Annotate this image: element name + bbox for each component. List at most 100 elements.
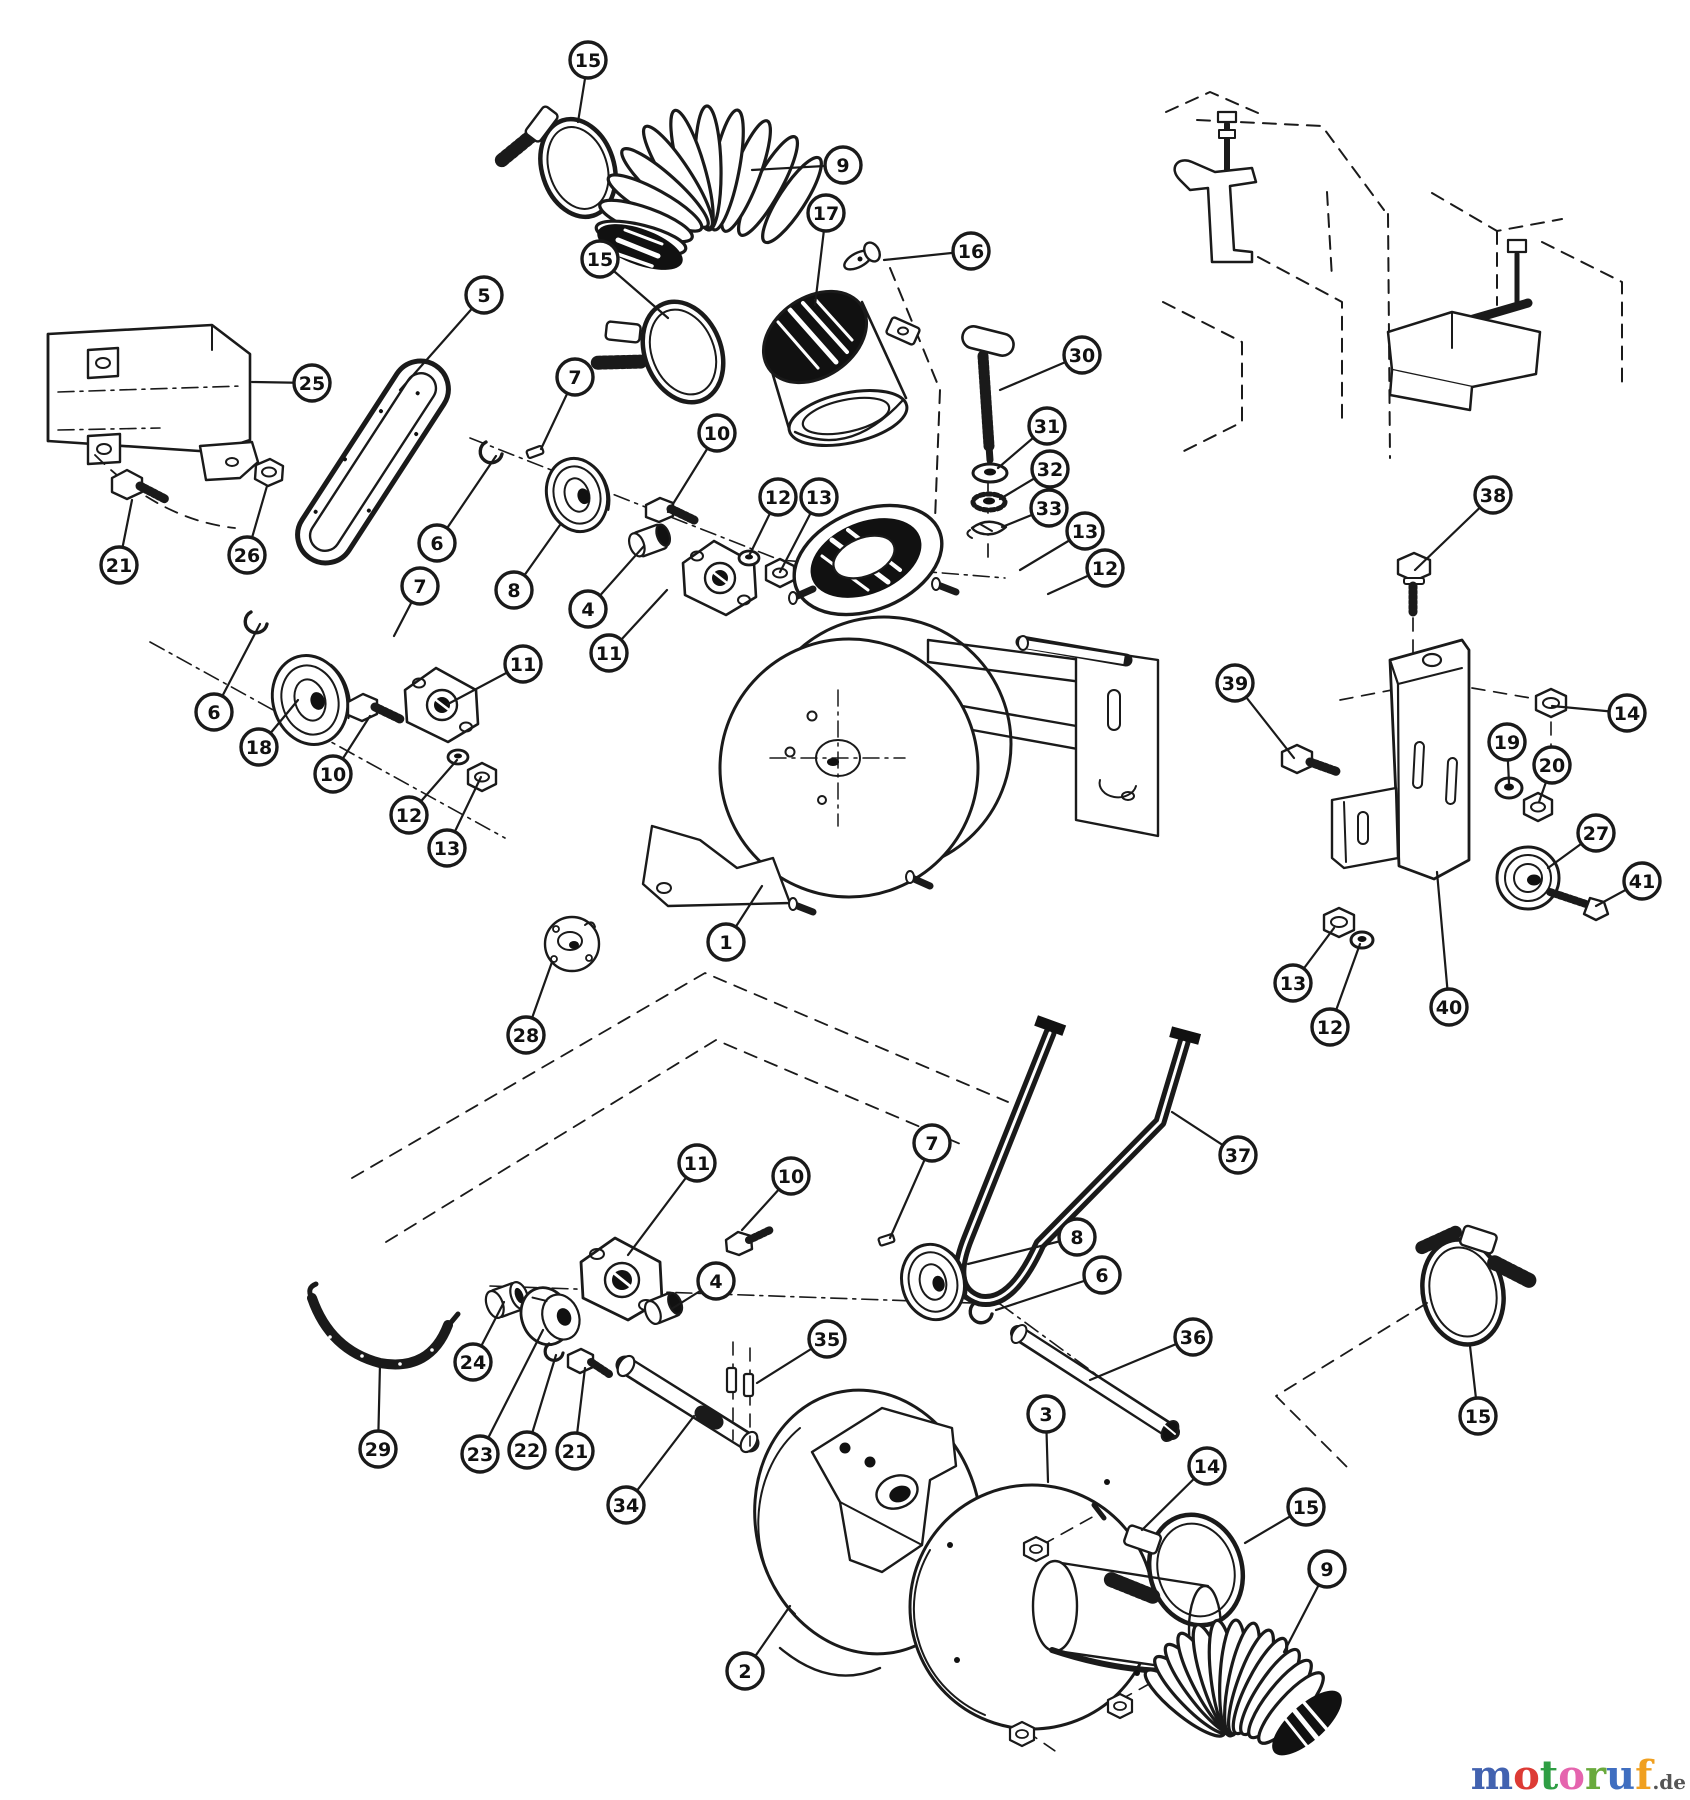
callout-label: 11 <box>596 643 622 665</box>
pulley-8-lower <box>900 1242 968 1322</box>
callout-balloon <box>1187 1446 1227 1486</box>
hex-bolt-10-lower <box>724 1226 774 1257</box>
callout-balloon <box>389 795 429 835</box>
callout-balloon <box>799 477 839 517</box>
callout-balloon <box>1027 406 1067 446</box>
hose-clamp-15-right <box>1415 1224 1539 1347</box>
belt-cover <box>46 323 260 529</box>
hitch-hook-left <box>1173 110 1258 264</box>
e-ring-6-lower <box>968 1300 994 1325</box>
callout-label: 31 <box>1034 416 1060 438</box>
callout-label: 11 <box>510 654 536 676</box>
callout-label: 15 <box>587 249 613 271</box>
callout-label: 6 <box>207 702 220 724</box>
bushing-24 <box>484 1281 530 1319</box>
callout-13: 13 <box>1273 926 1336 1003</box>
callout-label: 15 <box>575 50 601 72</box>
callout-label: 6 <box>430 533 443 555</box>
callout-label: 12 <box>1092 558 1118 580</box>
callout-balloon <box>589 633 629 673</box>
callout-balloon <box>568 40 608 80</box>
callout-balloon <box>806 193 846 233</box>
callout-balloon <box>460 1434 500 1474</box>
callout-11: 11 <box>589 588 669 673</box>
spacer-4-upper <box>627 523 672 558</box>
callout-label: 14 <box>1614 703 1640 725</box>
callout-balloon <box>400 566 440 606</box>
retainer-plate-28 <box>543 915 601 973</box>
leader-line <box>398 293 486 392</box>
callout-label: 26 <box>234 545 260 567</box>
hex-nut-plate <box>1106 1692 1134 1720</box>
callout-label: 25 <box>299 373 325 395</box>
callout-balloon <box>758 477 798 517</box>
pulley-8-upper <box>544 456 611 534</box>
callout-15: 15 <box>1458 1344 1498 1436</box>
clip-33 <box>966 520 1008 539</box>
callout-9: 9 <box>1282 1549 1347 1654</box>
corrugated-hose-9-top <box>594 104 823 270</box>
callout-label: 4 <box>581 599 594 621</box>
callout-balloon <box>292 363 332 403</box>
callout-7: 7 <box>539 357 595 451</box>
callout-balloon <box>696 1261 736 1301</box>
hex-nut-14-right <box>1534 687 1568 759</box>
callout-balloon <box>697 413 737 453</box>
callout-21: 21 <box>99 498 139 585</box>
callout-label: 13 <box>806 487 832 509</box>
callout-balloon <box>823 145 863 185</box>
callout-11: 11 <box>626 1143 717 1257</box>
callout-12: 12 <box>389 758 459 835</box>
callout-balloon <box>1029 488 1069 528</box>
callout-balloon <box>506 1015 546 1055</box>
lower-cluster <box>307 972 1180 1454</box>
flange-bearing-11-left <box>403 666 480 744</box>
callout-balloon <box>568 589 608 629</box>
hex-nut-plate <box>1008 1720 1036 1748</box>
leader-line <box>478 1328 545 1456</box>
callout-5: 5 <box>398 275 504 392</box>
v-belt-37 <box>953 1015 1202 1307</box>
callout-17: 17 <box>806 193 846 307</box>
callout-label: 35 <box>814 1329 840 1351</box>
callout-34: 34 <box>606 1414 696 1525</box>
callout-label: 4 <box>709 1271 722 1293</box>
callout-1: 1 <box>706 884 764 962</box>
callout-8: 8 <box>966 1217 1097 1266</box>
callout-8: 8 <box>494 523 562 610</box>
left-cluster <box>149 610 506 839</box>
lock-collar-23 <box>519 1286 581 1347</box>
callout-balloon <box>1026 1394 1066 1434</box>
callout-18: 18 <box>239 698 300 767</box>
watermark-suffix: .de <box>1652 1770 1686 1794</box>
washer-12-right <box>1349 930 1375 950</box>
callout-label: 22 <box>514 1440 540 1462</box>
callout-balloon <box>464 275 504 315</box>
callout-label: 1 <box>719 932 732 954</box>
callout-35: 35 <box>755 1319 847 1385</box>
hose-clamp-15-top <box>494 105 618 220</box>
callout-2: 2 <box>725 1604 792 1691</box>
callout-label: 28 <box>513 1025 539 1047</box>
callout-15: 15 <box>568 40 608 124</box>
idler-pulley-27 <box>1495 845 1561 911</box>
callout-label: 6 <box>1095 1265 1108 1287</box>
wing-latch-16 <box>843 241 881 271</box>
hex-bolt-21-upper <box>110 468 170 504</box>
callout-label: 29 <box>365 1439 391 1461</box>
callout-label: 39 <box>1222 673 1248 695</box>
callout-label: 36 <box>1180 1327 1206 1349</box>
callout-26: 26 <box>227 484 269 575</box>
callout-balloon <box>313 754 353 794</box>
hex-bolt-10-left <box>346 692 405 724</box>
callout-label: 21 <box>106 555 132 577</box>
carriage-bolt-38 <box>1396 551 1432 656</box>
stud-bolt <box>788 897 817 916</box>
callout-balloon <box>1576 813 1616 853</box>
callout-21: 21 <box>555 1366 595 1471</box>
callout-balloon <box>239 727 279 767</box>
callout-balloon <box>1622 861 1662 901</box>
callout-label: 13 <box>1072 521 1098 543</box>
callout-12: 12 <box>1310 942 1362 1047</box>
callout-balloon <box>1215 663 1255 703</box>
